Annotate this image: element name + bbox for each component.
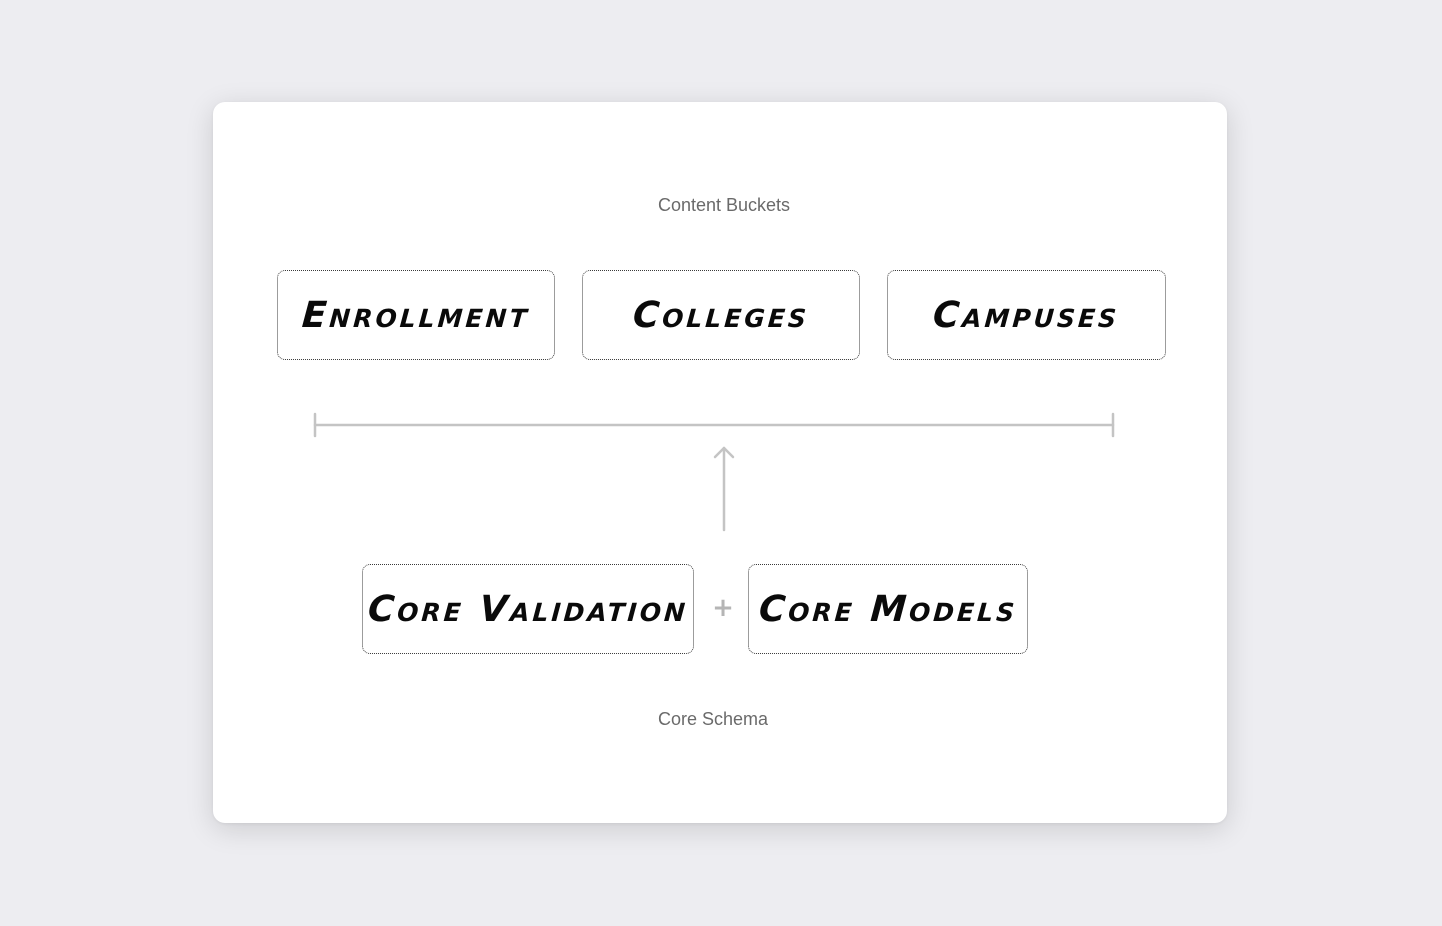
bucket-label-colleges: Colleges bbox=[631, 294, 811, 336]
content-buckets-caption: Content Buckets bbox=[657, 195, 791, 215]
bucket-box-campuses: Campuses bbox=[887, 270, 1166, 360]
core-label-validation: Core Validation bbox=[366, 588, 690, 630]
core-box-models: Core Models bbox=[748, 564, 1028, 654]
bucket-box-enrollment: Enrollment bbox=[277, 270, 555, 360]
core-schema-caption: Core Schema bbox=[657, 709, 769, 729]
bucket-box-colleges: Colleges bbox=[582, 270, 860, 360]
core-box-validation: Core Validation bbox=[362, 564, 694, 654]
core-label-models: Core Models bbox=[757, 588, 1019, 630]
arrow-head-icon bbox=[713, 446, 735, 459]
bucket-label-enrollment: Enrollment bbox=[300, 294, 532, 336]
plus-icon: + bbox=[712, 593, 734, 623]
bucket-label-campuses: Campuses bbox=[931, 294, 1122, 336]
diagram-card: Content Buckets Enrollment Colleges Camp… bbox=[213, 102, 1227, 823]
